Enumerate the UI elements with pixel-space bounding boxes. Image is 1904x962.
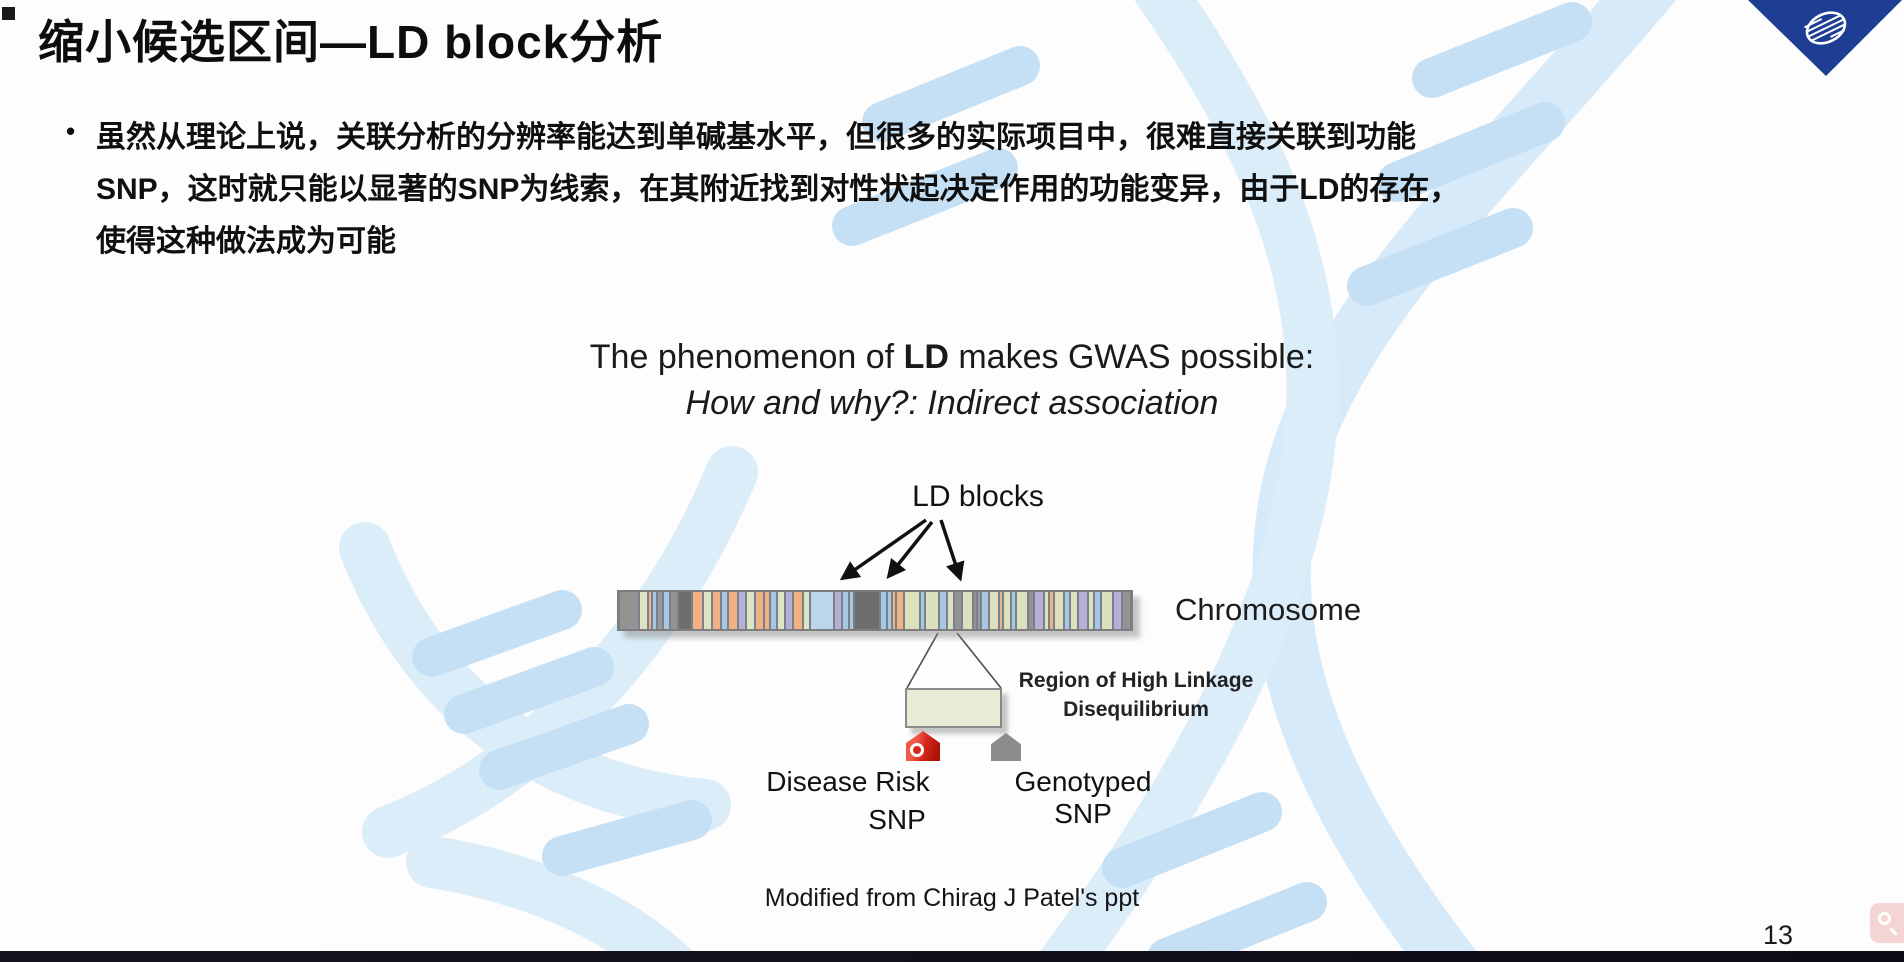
chromosome-segment [785, 592, 793, 629]
chromosome-segment [663, 592, 670, 629]
chromosome-segment [887, 592, 892, 629]
chromosome-segment [973, 592, 977, 629]
bullet-marker: • [66, 116, 76, 146]
chromosome-segment [738, 592, 746, 629]
chromosome-segment [657, 592, 663, 629]
heading-post: makes GWAS possible: [948, 338, 1315, 376]
chromosome-segment [1064, 592, 1070, 629]
heading-ld-bold: LD [903, 338, 949, 376]
dna-emblem-icon [1804, 11, 1847, 45]
chromosome-segment [920, 592, 925, 629]
chromosome-segment [1044, 592, 1049, 629]
chromosome-segment [947, 592, 954, 629]
heading-pre: The phenomenon of [589, 338, 904, 376]
ld-region-box [905, 688, 1002, 728]
chromosome-segment [1049, 592, 1054, 629]
chromosome-segment [639, 592, 648, 629]
chromosome-segment [648, 592, 652, 629]
search-icon [1878, 912, 1891, 925]
chromosome-segment [977, 592, 981, 629]
bullet-line-3: 使得这种做法成为可能 [96, 225, 396, 258]
region-label-line1: Region of High Linkage [1018, 669, 1254, 692]
chromosome-segment [1094, 592, 1101, 629]
source-caption: Modified from Chirag J Patel's ppt [764, 884, 1140, 912]
chromosome-segment [896, 592, 904, 629]
chromosome-segment [678, 592, 692, 629]
chromosome-segment [670, 592, 678, 629]
chromosome-segment [989, 592, 999, 629]
chromosome-segment [793, 592, 803, 629]
bottom-bar [0, 951, 1904, 962]
chromosome-segment [1028, 592, 1034, 629]
chromosome-segment [652, 592, 657, 629]
chromosome-segment [954, 592, 962, 629]
disease-risk-label-line1: Disease Risk [766, 766, 930, 797]
page-number: 13 [1762, 920, 1794, 950]
zoom-trapezoid-lines [906, 632, 1002, 689]
chromosome-segment [721, 592, 728, 629]
chromosome-segment [834, 592, 842, 629]
chromosome-segment [880, 592, 887, 629]
chromosome-segment [1101, 592, 1113, 629]
chromosome-segment [925, 592, 939, 629]
region-label-line2: Disequilibrium [1063, 698, 1209, 721]
chromosome-segment [746, 592, 755, 629]
chromosome-segment [1122, 592, 1131, 629]
chromosome-segment [1088, 592, 1094, 629]
chromosome-segment [1011, 592, 1016, 629]
chromosome-segment [728, 592, 738, 629]
chromosome-segment [892, 592, 896, 629]
chromosome-segment [619, 592, 639, 629]
chromosome-segment [854, 592, 880, 629]
chromosome-segment [981, 592, 989, 629]
chromosome-segment [962, 592, 973, 629]
slide-title: 缩小候选区间—LD block分析 [38, 16, 664, 68]
chromosome-segment [803, 592, 810, 629]
chromosome-segment [1054, 592, 1064, 629]
bullet-line-2: SNP，这时就只能以显著的SNP为线索，在其附近找到对性状起决定作用的功能变异，… [96, 173, 1460, 206]
disease-risk-snp-marker-icon [906, 731, 940, 761]
chromosome-segment [999, 592, 1003, 629]
search-button[interactable] [1870, 903, 1904, 943]
chromosome-segment [712, 592, 721, 629]
company-logo [1748, 0, 1902, 76]
chromosome-segment [777, 592, 785, 629]
chromosome-segment [1113, 592, 1122, 629]
chromosome-segment [770, 592, 777, 629]
region-label: Region of High Linkage Disequilibrium [1016, 666, 1256, 724]
chromosome-label: Chromosome [1175, 592, 1362, 627]
chromosome-segment [1078, 592, 1088, 629]
ld-block-arrows [839, 518, 965, 582]
chromosome-segment [904, 592, 920, 629]
diagram-heading-line1: The phenomenon of LD makes GWAS possible… [0, 338, 1904, 377]
ld-blocks-label: LD blocks [912, 480, 1044, 513]
chromosome-segment [810, 592, 834, 629]
chromosome-segment [939, 592, 947, 629]
chromosome-segment [1003, 592, 1011, 629]
chromosome-bar [617, 590, 1133, 631]
genotyped-snp-marker-icon [991, 733, 1021, 761]
chromosome-segment [842, 592, 849, 629]
chromosome-segment [764, 592, 770, 629]
disease-risk-label-line2: SNP [868, 804, 926, 835]
chromosome-segment [703, 592, 712, 629]
diagram-heading-line2: How and why?: Indirect association [685, 384, 1219, 422]
chromosome-segment [755, 592, 764, 629]
bullet-line-1: 虽然从理论上说，关联分析的分辨率能达到单碱基水平，但很多的实际项目中，很难直接关… [96, 121, 1416, 154]
chromosome-segment [849, 592, 854, 629]
genotyped-snp-label: Genotyped SNP [1014, 766, 1152, 829]
chromosome-segment [1034, 592, 1044, 629]
chromosome-segment [1070, 592, 1078, 629]
chromosome-segment [1016, 592, 1028, 629]
chromosome-segment [692, 592, 703, 629]
video-artifact [2, 7, 15, 20]
